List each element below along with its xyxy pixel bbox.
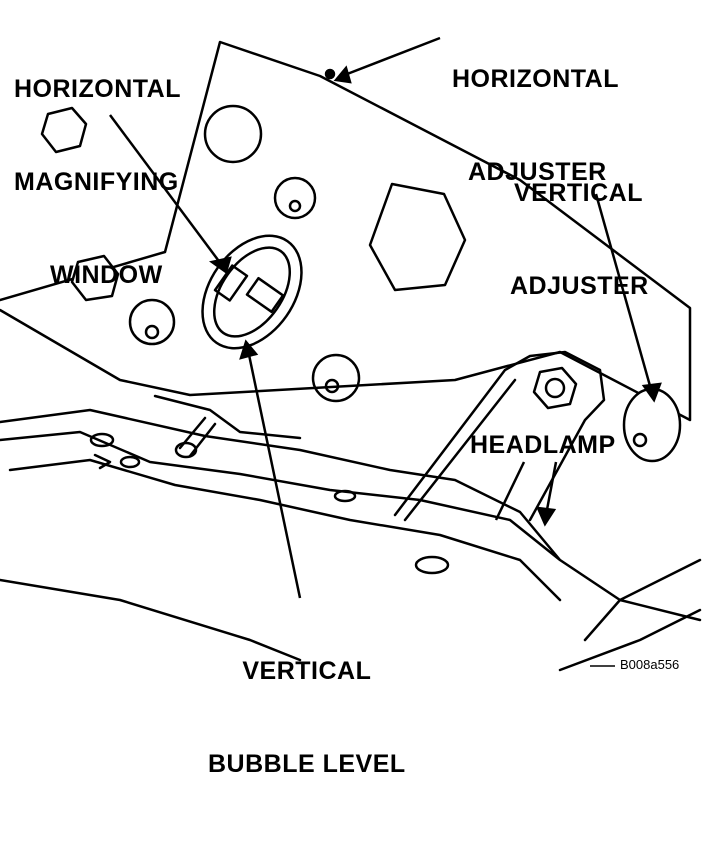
adjuster-nut xyxy=(532,366,578,410)
hex-bolt-upper xyxy=(40,106,88,154)
horizontal-adjuster-label: HORIZONTAL ADJUSTER xyxy=(452,2,619,250)
label-line: ADJUSTER xyxy=(468,158,607,186)
horizontal-magnifying-window-label: HORIZONTAL MAGNIFYING WINDOW xyxy=(14,12,181,353)
label-line: WINDOW xyxy=(50,261,163,289)
label-line: VERTICAL xyxy=(514,179,643,207)
figure-code: B008a556 xyxy=(620,657,680,672)
hex-nut-large xyxy=(368,182,467,292)
bolt-left-lower xyxy=(128,298,176,346)
bracket-arm xyxy=(393,350,606,522)
vertical-adjuster-label: VERTICAL ADJUSTER xyxy=(510,116,649,364)
label-line: HORIZONTAL xyxy=(452,65,620,93)
bolt-right-upper xyxy=(273,176,317,220)
label-line: BUBBLE LEVEL xyxy=(208,750,406,778)
label-line: ADJUSTER xyxy=(510,272,649,300)
label-line: MAGNIFYING xyxy=(14,168,179,196)
diagram-artwork xyxy=(0,36,702,672)
vertical-bubble-level-label: VERTICAL BUBBLE LEVEL xyxy=(208,594,406,842)
label-line: VERTICAL xyxy=(242,657,372,685)
hole-upper xyxy=(203,104,263,164)
label-line: HORIZONTAL xyxy=(14,75,182,103)
hex-bolt-lower xyxy=(70,254,120,302)
bolt-center-lower xyxy=(311,353,361,403)
headlamp-label: HEADLAMP xyxy=(470,431,616,459)
vertical-adjuster-knob xyxy=(622,387,682,463)
headlamp-adjuster-diagram: HORIZONTAL MAGNIFYING WINDOW HORIZONTAL … xyxy=(0,2,702,778)
